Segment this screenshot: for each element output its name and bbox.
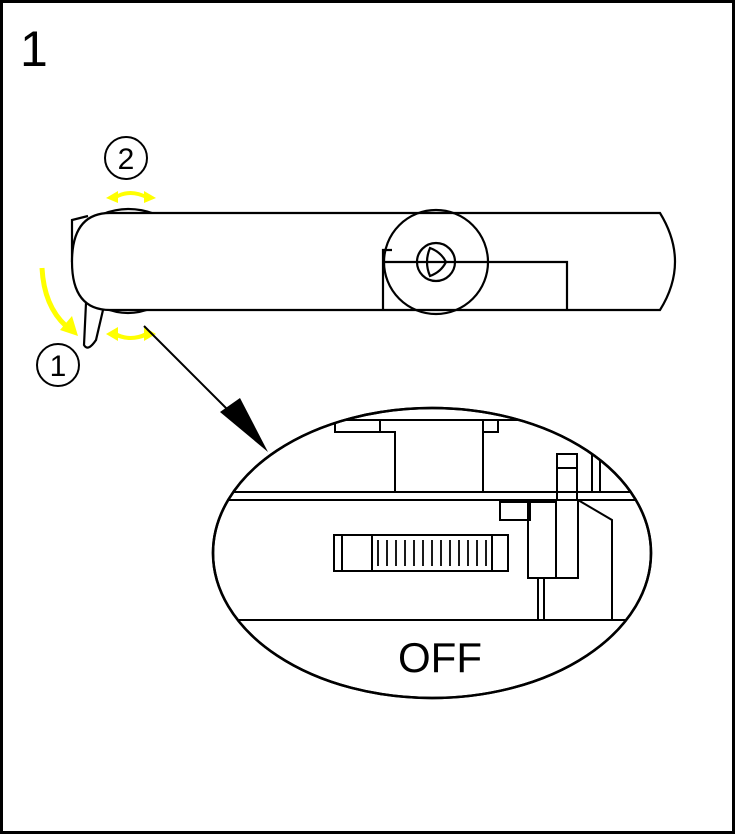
- callout-circle: [104, 136, 148, 180]
- lock-housing: [381, 248, 569, 310]
- detail-left-post: [334, 420, 396, 492]
- handle: [70, 207, 676, 349]
- detail-magnifier-border: [211, 406, 653, 700]
- latch-tab: [499, 501, 531, 521]
- latch-pin: [556, 453, 578, 501]
- lever-tab: [82, 302, 105, 349]
- callout-number: 2: [118, 143, 135, 176]
- handle-body: [70, 211, 676, 312]
- switch-ridges: [377, 540, 487, 566]
- callout-number: 1: [50, 350, 67, 383]
- detail-right-post: [482, 420, 499, 492]
- pointer-arrow-icon: [143, 325, 268, 452]
- callout-1: 1: [36, 343, 80, 387]
- curved-arrow-icon: [39, 267, 78, 336]
- latch-stem: [537, 578, 545, 620]
- callout-2: 2: [104, 136, 148, 180]
- switch-state-label: OFF: [398, 634, 482, 681]
- detail-right-edge: [591, 454, 601, 492]
- rotate-arrow-icon-bottom: [106, 327, 156, 341]
- detail-right-wall: [577, 499, 613, 620]
- callout-circle: [36, 343, 80, 387]
- rotate-arrow-icon-top: [106, 191, 156, 203]
- slide-switch-track: [333, 534, 509, 572]
- step-number: 1: [20, 21, 48, 77]
- latch-body: [555, 500, 579, 579]
